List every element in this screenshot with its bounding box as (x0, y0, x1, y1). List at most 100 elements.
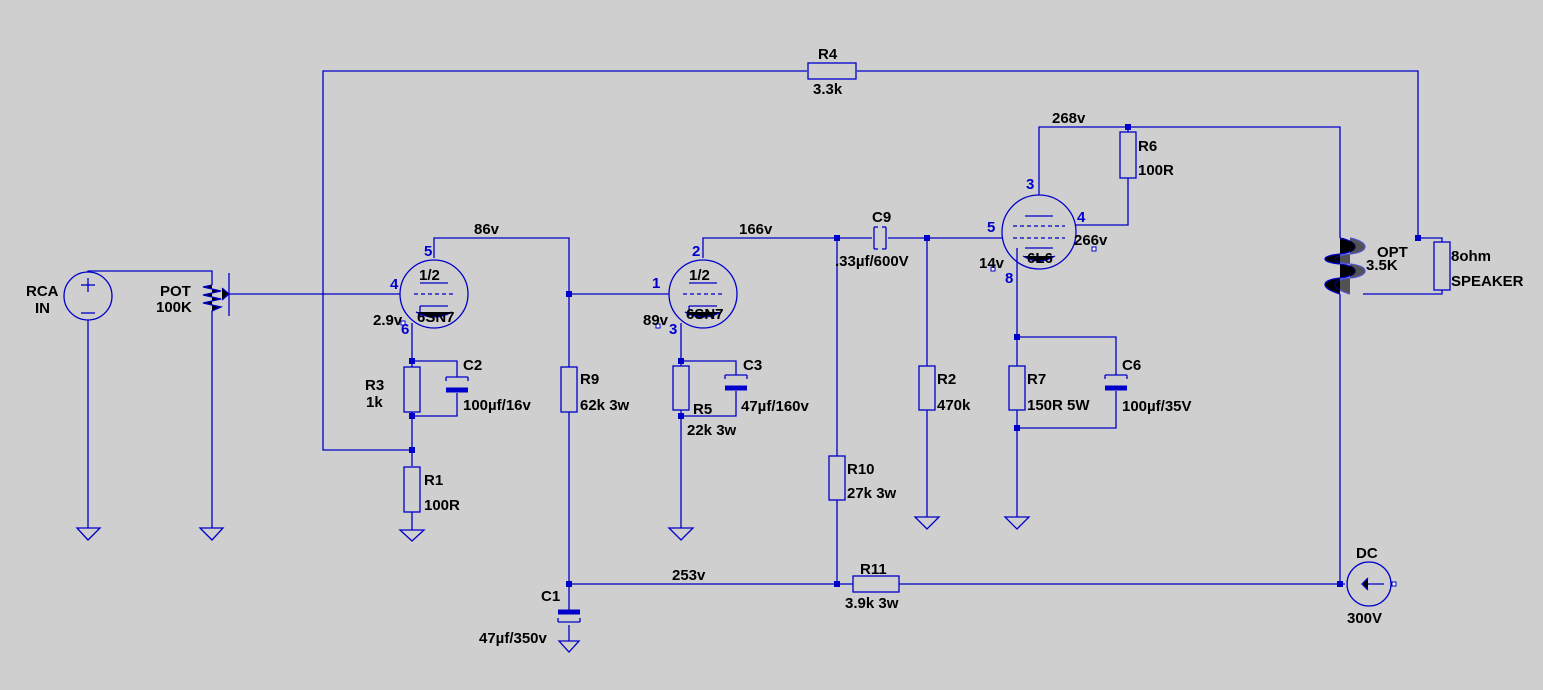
junction-dot (1014, 334, 1020, 340)
opt-value-label: 3.5K (1366, 257, 1398, 274)
r1-name-label: R1 (424, 472, 443, 489)
r7-value-label: 150R 5W (1027, 397, 1090, 414)
junction-dot (678, 413, 684, 419)
junction-dot (834, 235, 840, 241)
v2-plate-voltage: 166v (739, 221, 773, 238)
ground-icon (398, 529, 426, 542)
opt-name-label: OPT (1377, 244, 1408, 261)
grounds (75, 516, 1031, 653)
probe-pads (400, 246, 1397, 587)
v3-grid-pin: 5 (987, 219, 995, 236)
v3-type-label: 6L6 (1027, 250, 1053, 267)
supply-voltage: 253v (672, 567, 706, 584)
r10-value-label: 27k 3w (847, 485, 897, 502)
c6-value-label: 100µf/35V (1122, 398, 1192, 415)
tube-v2[interactable] (668, 259, 738, 329)
resistor-r9[interactable] (560, 366, 578, 413)
ground-icon (75, 527, 102, 541)
resistor-r5[interactable] (672, 365, 690, 411)
wires (87, 70, 1443, 641)
speaker-load[interactable] (1433, 241, 1451, 291)
c1-value-label: 47µf/350v (479, 630, 548, 647)
v1-plate-voltage: 86v (474, 221, 500, 238)
c1-name-label: C1 (541, 588, 560, 605)
v2-grid-pin: 1 (652, 275, 660, 292)
dc-source[interactable] (1346, 561, 1392, 607)
v1-plate-pin: 5 (424, 243, 432, 260)
tube-v3[interactable] (1001, 194, 1077, 270)
resistor-r4[interactable] (807, 62, 857, 80)
resistor-r7[interactable] (1008, 365, 1026, 411)
output-transformer[interactable] (1324, 237, 1366, 295)
r1-value-label: 100R (424, 497, 460, 514)
v1-unit-label: 1/2 (419, 267, 440, 284)
junction-dot (1125, 124, 1131, 130)
resistor-r1[interactable] (403, 466, 421, 513)
capacitors (445, 226, 1128, 623)
r4-value-label: 3.3k (813, 81, 843, 98)
r2-value-label: 470k (937, 397, 971, 414)
c9-value-label: .33µf/600V (835, 253, 909, 270)
potentiometer[interactable] (202, 273, 230, 316)
v1-type-label: 6SN7 (417, 309, 455, 326)
v1-cathode-voltage: 2.9v (373, 312, 403, 329)
resistor-r2[interactable] (918, 365, 936, 411)
junction-dot (924, 235, 930, 241)
v2-type-label: 6SN7 (686, 306, 724, 323)
junction-dot (566, 291, 572, 297)
r3-value-label: 1k (366, 394, 383, 411)
c2-name-label: C2 (463, 357, 482, 374)
r11-value-label: 3.9k 3w (845, 595, 899, 612)
capacitor-c1[interactable] (557, 596, 581, 623)
resistor-r10[interactable] (828, 455, 846, 501)
dc-name-label: DC (1356, 545, 1378, 562)
ground-icon (667, 527, 695, 541)
ground-icon (1003, 516, 1031, 530)
v3-screen-pin: 4 (1077, 209, 1086, 226)
capacitor-c9[interactable] (873, 226, 887, 250)
component-labels: RCA IN POT 100K R4 3.3k R3 1k R1 100R C2… (26, 46, 1524, 647)
pot-value-label: 100K (156, 299, 192, 316)
junction-dot (409, 358, 415, 364)
r11-name-label: R11 (860, 561, 887, 578)
r7-name-label: R7 (1027, 371, 1046, 388)
capacitor-c3[interactable] (724, 374, 748, 391)
v3-plate-voltage: 268v (1052, 110, 1086, 127)
capacitor-c2[interactable] (445, 376, 469, 393)
c3-name-label: C3 (743, 357, 762, 374)
tube-v1[interactable] (399, 259, 469, 329)
r9-name-label: R9 (580, 371, 599, 388)
c6-name-label: C6 (1122, 357, 1141, 374)
c9-name-label: C9 (872, 209, 891, 226)
rca-source[interactable] (63, 271, 113, 321)
resistor-r3[interactable] (403, 366, 421, 413)
r4-name-label: R4 (818, 46, 838, 63)
rca-name-label: RCA (26, 283, 59, 300)
capacitor-c6[interactable] (1104, 374, 1128, 391)
v3-cathode-voltage: 14v (979, 255, 1005, 272)
resistors (403, 62, 1137, 593)
r5-value-label: 22k 3w (687, 422, 737, 439)
v3-cathode-pin: 8 (1005, 270, 1013, 287)
pot-name-label: POT (160, 283, 191, 300)
v3-screen-voltage: 266v (1074, 232, 1108, 249)
c2-value-label: 100µf/16v (463, 397, 532, 414)
r6-name-label: R6 (1138, 138, 1157, 155)
ground-icon (913, 516, 941, 530)
r3-name-label: R3 (365, 377, 384, 394)
junction-dot (409, 447, 415, 453)
junctions (409, 124, 1421, 587)
resistor-r11[interactable] (852, 575, 900, 593)
resistor-r6[interactable] (1119, 131, 1137, 179)
r2-name-label: R2 (937, 371, 956, 388)
speaker-value-label: SPEAKER (1451, 273, 1524, 290)
c3-value-label: 47µf/160v (741, 398, 810, 415)
pin-numbers: 5 4 6 2 1 3 3 5 4 8 (390, 176, 1086, 338)
voltage-labels: 86v 2.9v 166v 89v 268v 266v 14v 253v (373, 110, 1108, 584)
r9-value-label: 62k 3w (580, 397, 630, 414)
junction-dot (409, 413, 415, 419)
v1-cathode-pin: 6 (401, 321, 409, 338)
v2-cathode-voltage: 89v (643, 312, 669, 329)
v2-plate-pin: 2 (692, 243, 700, 260)
